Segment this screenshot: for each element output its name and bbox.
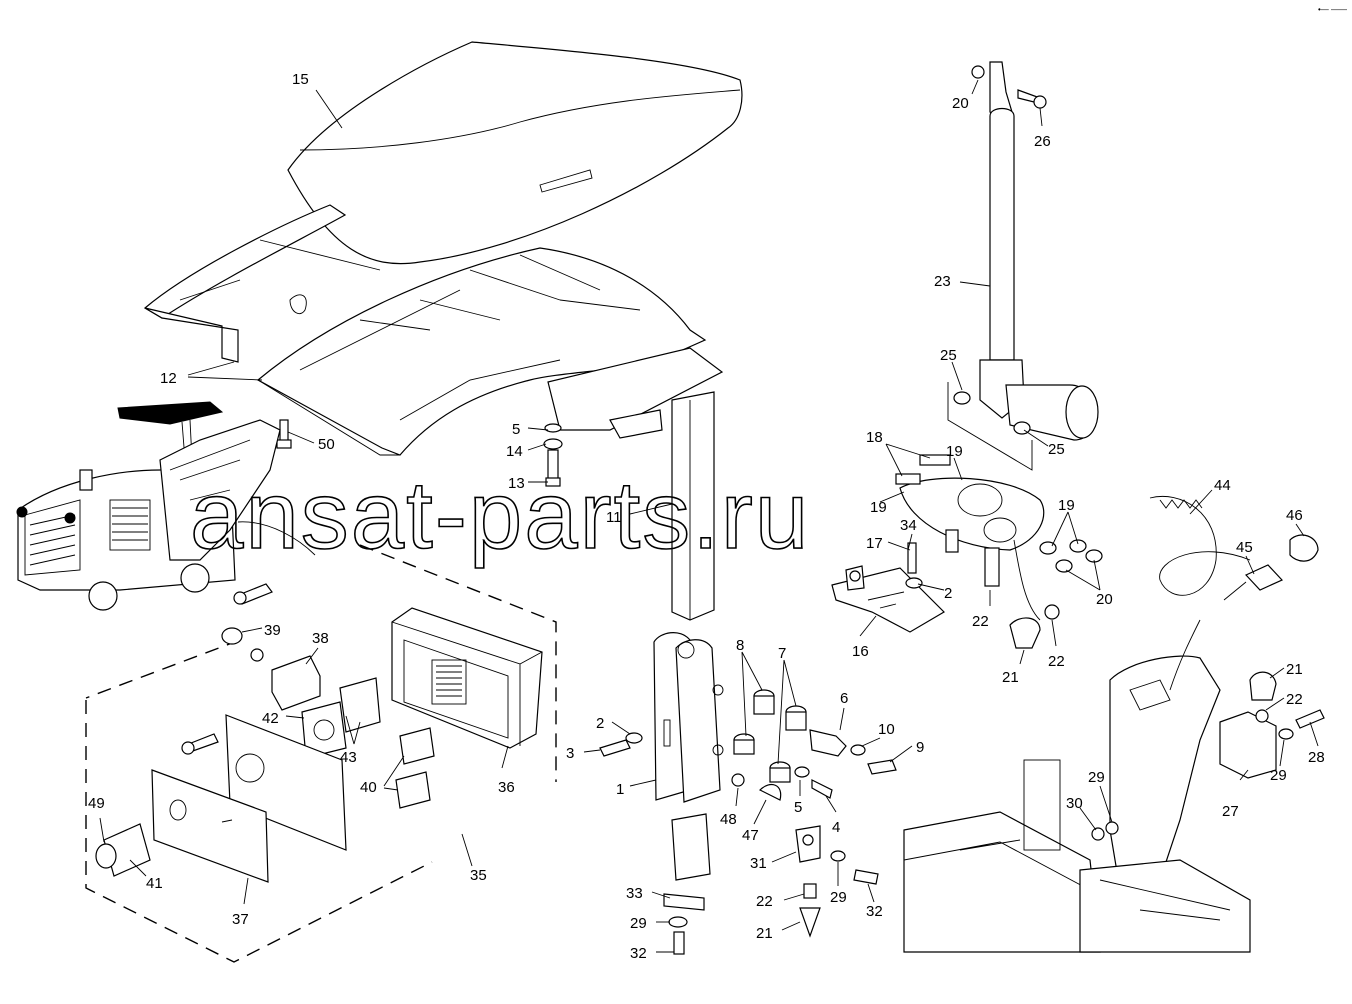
corner-mark: •— —— [1318, 5, 1347, 14]
callout-label: 32 [630, 945, 647, 962]
callout-label: 42 [262, 710, 279, 727]
callout-label: 12 [160, 370, 177, 387]
callout-label: 33 [626, 885, 643, 902]
callout-label: 50 [318, 436, 335, 453]
callout-label: 25 [1048, 441, 1065, 458]
callout-label: 30 [1066, 795, 1083, 812]
terminal-block [431, 659, 467, 705]
callout-label: 18 [866, 429, 883, 446]
callout-label: 10 [878, 721, 895, 738]
callout-label: 37 [232, 911, 249, 928]
callout-label: 38 [312, 630, 329, 647]
callout-label: 22 [1286, 691, 1303, 708]
screw-top [233, 583, 273, 605]
sensor-45 [1223, 564, 1284, 601]
steering-pivot [895, 454, 1103, 621]
callout-label: 49 [88, 795, 105, 812]
callout-label: 1 [616, 781, 624, 798]
callout-label: 29 [830, 889, 847, 906]
bracket-27 [1219, 671, 1325, 779]
callout-label: 2 [596, 715, 604, 732]
callout-label: 11 [606, 509, 622, 526]
callout-label: 20 [1096, 591, 1113, 608]
spring-44 [1149, 496, 1251, 596]
chassis-frame [903, 619, 1251, 953]
bracket-31 [795, 825, 879, 938]
callout-label: 29 [630, 915, 647, 932]
callout-label: 29 [1088, 769, 1105, 786]
callout-label: 41 [146, 875, 163, 892]
callout-label: 21 [1002, 669, 1019, 686]
callout-label: 7 [778, 645, 786, 662]
callout-label: 36 [498, 779, 515, 796]
callout-label: 4 [832, 819, 840, 836]
callout-label: 21 [756, 925, 773, 942]
machine-overview [16, 401, 316, 611]
callout-label: 5 [512, 421, 520, 438]
callout-label: 3 [566, 745, 574, 762]
callout-label: 29 [1270, 767, 1287, 784]
callout-label: 14 [506, 443, 523, 460]
callout-label: 31 [750, 855, 767, 872]
callout-label: 26 [1034, 133, 1051, 150]
pedal-bracket [653, 632, 724, 803]
callout-label: 22 [1048, 653, 1065, 670]
callout-label: 23 [934, 273, 951, 290]
bushings-7-8 [733, 689, 807, 783]
callout-label: 35 [470, 867, 487, 884]
callout-label: 15 [292, 71, 309, 88]
cap-46 [1289, 534, 1319, 562]
callout-label: 5 [794, 799, 802, 816]
callout-label: 22 [756, 893, 773, 910]
callout-label: 34 [900, 517, 917, 534]
callout-label: 27 [1222, 803, 1239, 820]
electrical-box-group [85, 544, 557, 963]
callout-label: 19 [946, 443, 963, 460]
seat-cushion [287, 41, 743, 265]
callout-label: 13 [508, 475, 525, 492]
callout-label: 22 [972, 613, 989, 630]
seat-frame [143, 204, 707, 456]
steering-column [947, 61, 1099, 471]
callout-label: 17 [866, 535, 883, 552]
callout-label: 39 [264, 622, 281, 639]
screw-left [181, 733, 219, 755]
bolts-pedal [599, 732, 897, 801]
watermark: ansat-parts.ru [190, 462, 810, 569]
callout-label: 9 [916, 739, 924, 756]
callout-label: 48 [720, 811, 737, 828]
callout-label: 40 [360, 779, 377, 796]
callout-label: 6 [840, 690, 848, 707]
callout-label: 20 [952, 95, 969, 112]
callout-label: 28 [1308, 749, 1325, 766]
bolt-13 [543, 423, 563, 487]
key-switch-41 [95, 823, 151, 877]
callout-label: 19 [1058, 497, 1075, 514]
callout-label: 43 [340, 749, 357, 766]
callout-label: 32 [866, 903, 883, 920]
rubber-buffer [1009, 604, 1060, 649]
callout-label: 21 [1286, 661, 1303, 678]
callout-label: 2 [944, 585, 952, 602]
callout-label: 46 [1286, 507, 1303, 524]
seat-column [547, 347, 724, 621]
callout-label: 19 [870, 499, 887, 516]
callout-label: 44 [1214, 477, 1231, 494]
callout-label: 47 [742, 827, 759, 844]
callout-label: 45 [1236, 539, 1253, 556]
bracket-16 [831, 542, 945, 633]
callout-label: 16 [852, 643, 869, 660]
pin-6 [809, 729, 866, 757]
callout-labels: 15 12 50 5 14 13 11 20 26 23 25 18 19 19… [88, 71, 1325, 962]
callout-label: 25 [940, 347, 957, 364]
callout-label: 8 [736, 637, 744, 654]
pedal-pad-33 [663, 813, 711, 955]
leader-lines [99, 79, 1319, 953]
